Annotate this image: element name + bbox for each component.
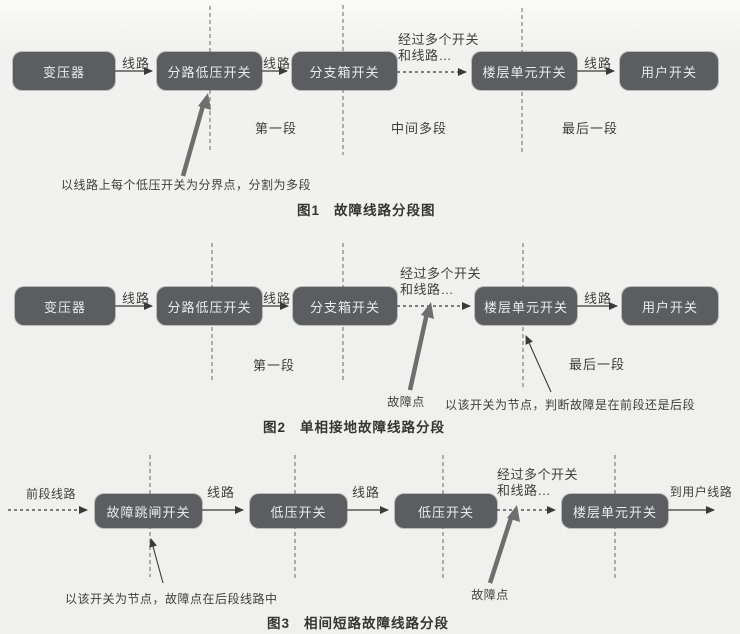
fig2-annotation: 以该开关为节点，判断故障是在前段还是后段: [445, 398, 696, 412]
fig2-node-transformer-label: 变压器: [43, 299, 86, 315]
fig1-multihop-label-line1: 经过多个开关: [398, 32, 480, 47]
fig3-fault-point-label: 故障点: [471, 588, 509, 602]
fig2-node-branch-box-switch-label: 分支箱开关: [309, 299, 380, 315]
fig2-multihop-label-line2: 和线路…: [400, 282, 455, 297]
fig1-node-transformer: 变压器: [13, 52, 115, 90]
fig2-line-label-1: 线路: [121, 291, 151, 306]
fig2-segment-last: 最后一段: [568, 357, 626, 372]
fig3-caption: 图3 相间短路故障线路分段: [267, 612, 449, 632]
fig2-multihop-label: 经过多个开关 和线路…: [400, 266, 481, 298]
fig1-line-label-3: 线路: [583, 56, 613, 71]
fig1-segment-middle: 中间多段: [390, 121, 448, 136]
fig3-node-lv-switch-2: 低压开关: [395, 494, 497, 528]
fig3-node-fault-trip-switch-label: 故障跳闸开关: [106, 504, 191, 520]
fig2-node-branch-lv-switch: 分路低压开关: [157, 287, 262, 325]
fig3-line-label-1: 线路: [206, 485, 236, 500]
fig1-caption-title: 故障线路分段图: [334, 203, 436, 218]
fig2-fault-thick-arrow: [407, 312, 430, 391]
fig2-node-branch-lv-switch-label: 分路低压开关: [167, 299, 252, 315]
fig1-line-label-1: 线路: [121, 56, 151, 71]
fig2-segment-first: 第一段: [252, 358, 296, 373]
fig2-node-pointer-line: [525, 335, 552, 393]
fig1-node-branch-lv-switch-label: 分路低压开关: [167, 64, 252, 80]
fig1-node-branch-lv-switch: 分路低压开关: [157, 52, 262, 90]
fig3-node-lv-switch-1-label: 低压开关: [270, 504, 327, 520]
fig3-caption-number: 图3: [267, 616, 291, 631]
fig3-caption-title: 相间短路故障线路分段: [304, 616, 450, 631]
fig2-line-label-3: 线路: [583, 291, 613, 306]
fig2-caption-number: 图2: [263, 420, 287, 435]
fig2-node-transformer: 变压器: [15, 287, 115, 325]
fig1-multihop-label: 经过多个开关 和线路…: [398, 32, 479, 64]
fig1-node-user-switch: 用户开关: [620, 52, 718, 90]
fig2-node-branch-box-switch: 分支箱开关: [293, 287, 397, 325]
fig3-line-label-2: 线路: [351, 485, 381, 500]
fig3-frontline-label: 前段线路: [25, 487, 77, 501]
fig2-caption: 图2 单相接地故障线路分段: [263, 416, 445, 436]
fig3-touser-label: 到用户线路: [669, 485, 733, 499]
fig3-node-lv-switch-1: 低压开关: [250, 494, 347, 528]
fig2-fault-point-label: 故障点: [387, 395, 425, 409]
fig2-line-label-2: 线路: [262, 291, 292, 306]
fig1-node-floor-unit-switch-label: 楼层单元开关: [482, 64, 567, 80]
fig2-node-floor-unit-switch-label: 楼层单元开关: [483, 299, 568, 315]
fig1-annotation: 以线路上每个低压开关为分界点，分割为多段: [61, 178, 312, 192]
fig2-node-user-switch-label: 用户开关: [641, 299, 698, 315]
fig3-annotation: 以该开关为节点，故障点在后段线路中: [65, 592, 278, 606]
fig1-node-branch-box-switch: 分支箱开关: [292, 52, 397, 90]
fig1-segment-first: 第一段: [254, 121, 298, 136]
fig3-multihop-label: 经过多个开关 和线路…: [497, 467, 578, 499]
fig3-node-floor-unit-switch: 楼层单元开关: [562, 494, 668, 528]
fig3-fault-thick-arrow: [487, 517, 514, 584]
fig2-fault-thick-arrowhead: [421, 302, 434, 319]
fig1-annotation-thick-arrowhead: [198, 93, 211, 110]
fig1-node-transformer-label: 变压器: [42, 64, 85, 80]
fig1-multihop-label-line2: 和线路…: [398, 48, 453, 63]
fig3-multihop-label-line2: 和线路…: [497, 483, 552, 498]
fig3-fault-thick-arrowhead: [507, 505, 520, 522]
fig3-node-lv-switch-2-label: 低压开关: [417, 504, 474, 520]
fig3-node-pointer-line: [149, 538, 164, 584]
fig3-node-fault-trip-switch: 故障跳闸开关: [95, 494, 202, 528]
fig1-segment-last: 最后一段: [561, 121, 619, 136]
fig3-multihop-label-line1: 经过多个开关: [497, 467, 579, 482]
fig1-node-branch-box-switch-label: 分支箱开关: [309, 64, 380, 80]
fig2-caption-title: 单相接地故障线路分段: [300, 420, 446, 435]
fig1-node-floor-unit-switch: 楼层单元开关: [472, 52, 577, 90]
fig1-caption-number: 图1: [297, 203, 321, 218]
fig1-annotation-thick-arrow: [180, 101, 207, 177]
fig2-node-floor-unit-switch: 楼层单元开关: [475, 287, 577, 325]
fig2-node-user-switch: 用户开关: [622, 287, 718, 325]
fig1-caption: 图1 故障线路分段图: [297, 199, 436, 219]
fig1-node-user-switch-label: 用户开关: [640, 64, 697, 80]
fig1-line-label-2: 线路: [262, 56, 292, 71]
fig3-node-floor-unit-switch-label: 楼层单元开关: [572, 504, 657, 520]
fig2-multihop-label-line1: 经过多个开关: [400, 266, 482, 281]
